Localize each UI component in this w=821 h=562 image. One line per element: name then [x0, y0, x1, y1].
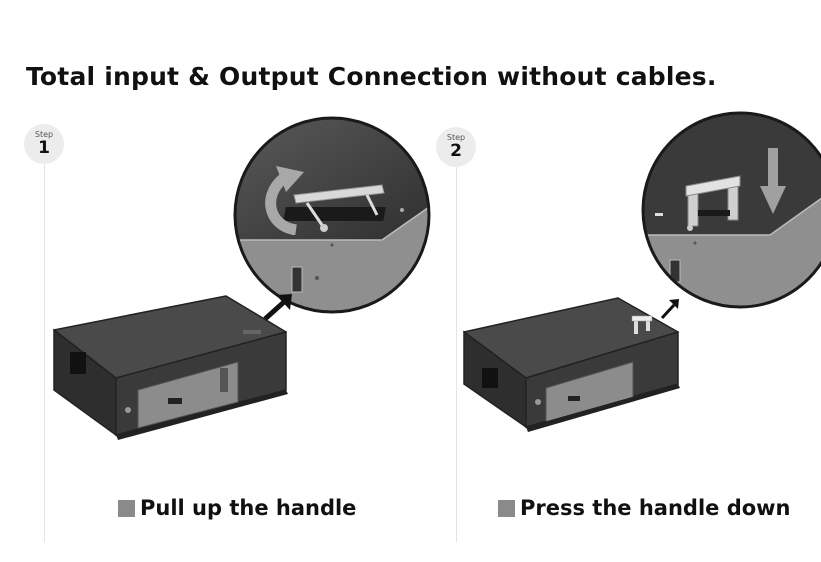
step-1-badge: Step 1	[24, 124, 64, 164]
step-2-caption: Press the handle down	[498, 496, 791, 520]
caption-square-icon	[118, 499, 135, 517]
curved-arrow-icon	[265, 166, 304, 235]
pointer-arrow-icon	[660, 299, 679, 320]
step-1-divider	[44, 150, 45, 542]
step-2-badge: Step 2	[436, 127, 476, 167]
caption-square-icon	[498, 499, 515, 517]
step-2-divider	[456, 150, 457, 542]
step-2-device	[463, 297, 680, 432]
page-title: Total input & Output Connection without …	[26, 62, 717, 91]
step-2-label: Step	[446, 133, 466, 142]
step-2-caption-text: Press the handle down	[520, 496, 791, 520]
step-1-zoom-view	[233, 116, 431, 314]
step-2-zoom-view	[641, 111, 821, 309]
down-arrow-icon	[760, 148, 786, 214]
step-1-caption: Pull up the handle	[118, 496, 356, 520]
step-1-number: 1	[38, 138, 50, 158]
step-2-number: 2	[450, 141, 462, 161]
step-1-label: Step	[34, 130, 54, 139]
pointer-arrow-icon	[263, 294, 292, 321]
step-1-device	[53, 295, 288, 440]
step-1-caption-text: Pull up the handle	[140, 496, 357, 520]
